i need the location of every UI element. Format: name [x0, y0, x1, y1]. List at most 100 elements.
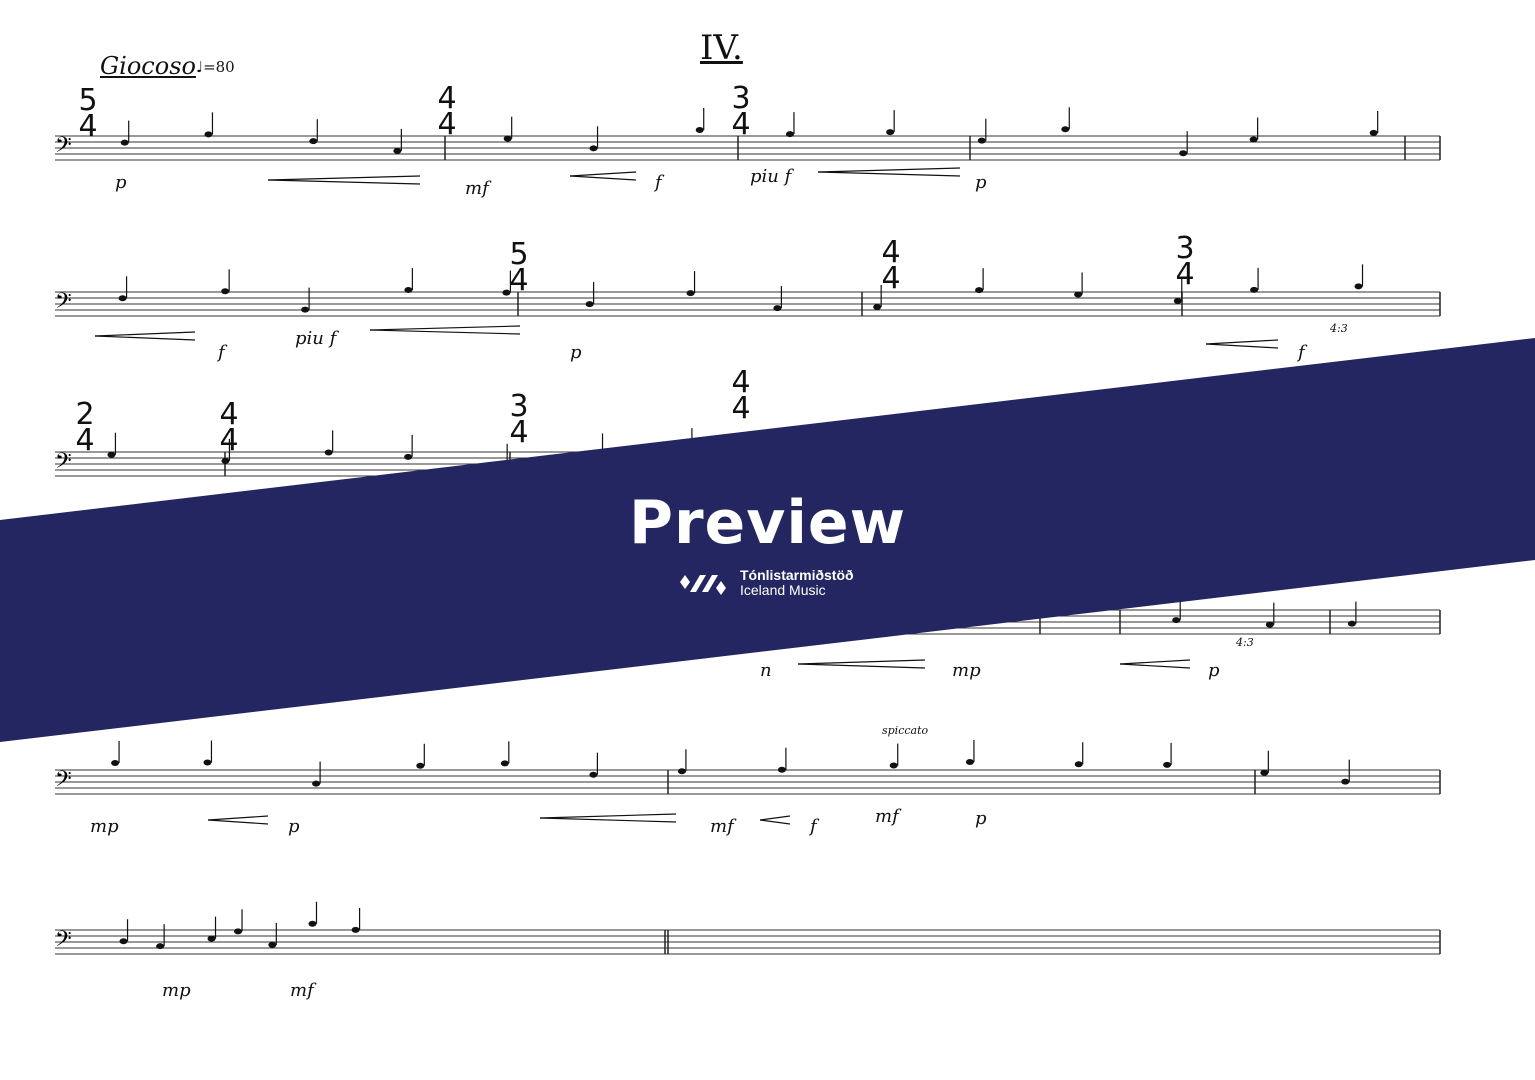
dynamic-marking: mf	[710, 816, 734, 837]
dynamic-marking: mp	[162, 980, 191, 1001]
time-signature-bottom: 4	[509, 263, 529, 298]
bass-clef-icon: 𝄢	[55, 289, 72, 319]
note-head	[393, 147, 402, 154]
note-head	[500, 760, 509, 767]
note-head	[1250, 286, 1259, 293]
note-head	[1074, 291, 1083, 298]
note-head	[324, 449, 333, 456]
note-head	[204, 131, 213, 138]
hairpin-line	[267, 175, 421, 181]
note-head	[234, 928, 243, 935]
note-head	[1163, 761, 1172, 768]
hairpin-line	[1205, 343, 1279, 349]
dynamic-marking: piu f	[295, 328, 337, 349]
dynamic-marking: p	[975, 808, 987, 829]
spiccato-annotation: spiccato	[882, 724, 929, 737]
note-head	[1354, 283, 1363, 290]
note-head	[886, 129, 895, 136]
time-signature-bottom: 4	[78, 109, 98, 144]
note-head	[677, 768, 686, 775]
note-head	[1249, 136, 1258, 143]
hairpin-line	[1119, 663, 1191, 669]
hairpin-line	[797, 663, 926, 669]
note-head	[221, 457, 230, 464]
note-head	[1347, 620, 1356, 627]
note-head	[585, 301, 594, 308]
time-signature-bottom: 4	[509, 415, 529, 450]
note-head	[119, 938, 128, 945]
note-head	[503, 135, 512, 142]
hairpin-line	[267, 179, 421, 185]
note-head	[785, 131, 794, 138]
dynamic-marking: piu f	[750, 166, 792, 187]
note-head	[308, 920, 317, 927]
note-head	[404, 453, 413, 460]
note-head	[1179, 150, 1188, 157]
logo-mark-icon	[680, 575, 726, 595]
hairpin-line	[817, 167, 961, 173]
note-head	[1341, 778, 1350, 785]
note-head	[773, 305, 782, 312]
note-head	[309, 138, 318, 145]
note-head	[268, 941, 277, 948]
note-head	[977, 137, 986, 144]
hairpin-line	[94, 335, 196, 341]
time-signature-bottom: 4	[219, 423, 239, 458]
dynamic-marking: p	[570, 342, 582, 363]
time-signature-bottom: 4	[1175, 257, 1195, 292]
note-head	[873, 303, 882, 310]
dynamic-marking: f	[810, 816, 817, 837]
bass-clef-icon: 𝄢	[55, 927, 72, 957]
hairpin-line	[1119, 659, 1191, 665]
metronome-marking: ♩=80	[196, 58, 235, 76]
hairpin-line	[759, 819, 791, 825]
hairpin-line	[539, 813, 677, 819]
hairpin-line	[569, 175, 637, 181]
dynamic-marking: mf	[875, 806, 899, 827]
time-signature-bottom: 4	[881, 261, 901, 296]
note-head	[107, 451, 116, 458]
hairpin-line	[207, 815, 269, 821]
dynamic-marking: p	[975, 172, 987, 193]
note-head	[203, 759, 212, 766]
time-signature-bottom: 4	[75, 423, 95, 458]
note-head	[221, 288, 230, 295]
hairpin-line	[1205, 339, 1279, 345]
hairpin-line	[207, 819, 269, 825]
dynamic-marking: p	[115, 172, 127, 193]
time-signature-top: 3	[731, 81, 751, 116]
dynamic-marking: f	[1298, 342, 1305, 363]
hairpin-line	[539, 817, 677, 823]
note-head	[351, 926, 360, 933]
note-head	[1074, 761, 1083, 768]
note-head	[686, 290, 695, 297]
note-head	[965, 759, 974, 766]
bass-clef-icon: 𝄢	[55, 767, 72, 797]
note-head	[207, 935, 216, 942]
preview-label: Preview	[628, 488, 907, 558]
hairpin-line	[759, 815, 791, 821]
dynamic-marking: n	[760, 660, 772, 681]
dynamic-marking: mf	[465, 178, 489, 199]
dynamic-marking: mf	[290, 980, 314, 1001]
time-signature-top: 4	[881, 235, 901, 270]
note-head	[1265, 621, 1274, 628]
bass-clef-icon: 𝄢	[55, 133, 72, 163]
time-signature-bottom: 4	[437, 107, 457, 142]
dynamic-marking: f	[218, 342, 225, 363]
hairpin-line	[797, 659, 926, 665]
tempo-marking: Giocoso	[100, 52, 196, 80]
note-head	[1172, 617, 1181, 624]
time-signature-bottom: 4	[731, 391, 751, 426]
iceland-music-logo: Tónlistarmiðstöð Iceland Music	[678, 568, 854, 598]
dynamic-marking: mp	[90, 816, 119, 837]
